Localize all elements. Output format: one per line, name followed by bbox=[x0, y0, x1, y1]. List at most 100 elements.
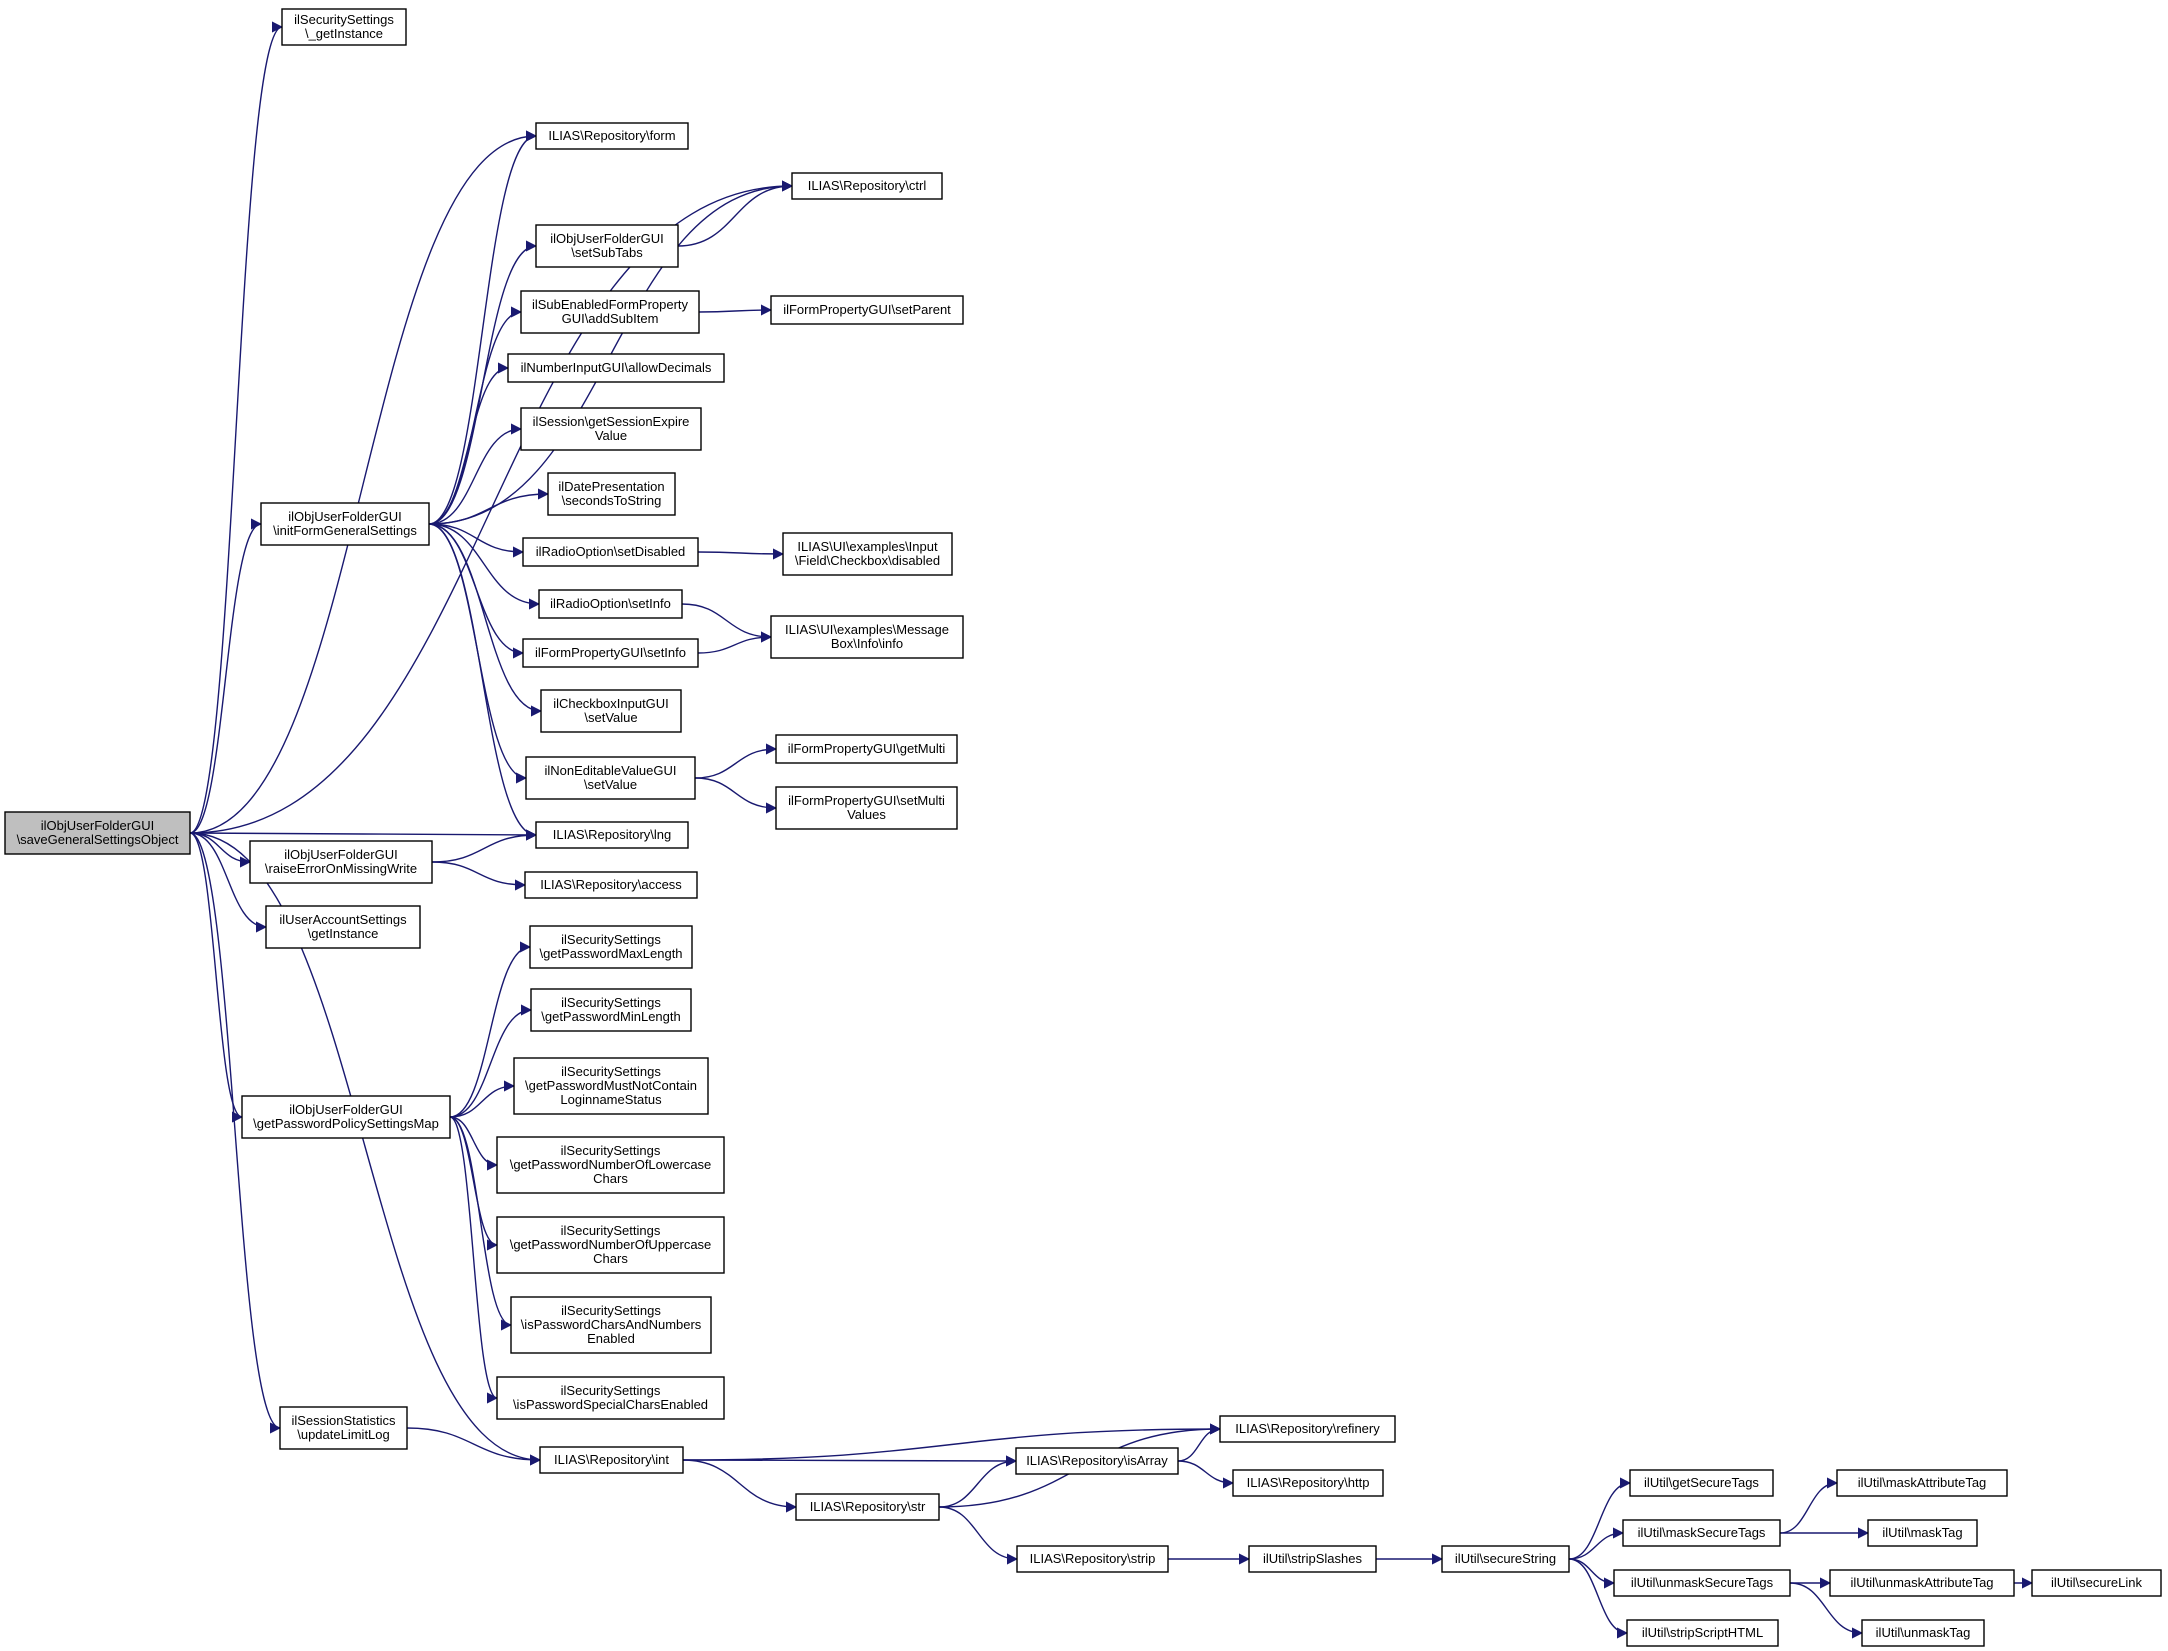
node-pwLoginStatus[interactable]: ilSecuritySettings\getPasswordMustNotCon… bbox=[513, 1057, 709, 1115]
node-label: ilNumberInputGUI\allowDecimals bbox=[521, 360, 712, 375]
node-box bbox=[770, 295, 964, 325]
edge-nevSetValue-to-getMulti bbox=[694, 743, 778, 779]
node-pwLower[interactable]: ilSecuritySettings\getPasswordNumberOfLo… bbox=[496, 1136, 725, 1194]
node-box bbox=[513, 1057, 709, 1115]
node-box bbox=[535, 122, 689, 150]
node-nevSetValue[interactable]: ilNonEditableValueGUI\setValue bbox=[525, 756, 696, 800]
node-unmaskAttributeTag[interactable]: ilUtil\unmaskAttributeTag bbox=[1829, 1569, 2015, 1597]
node-fpSetInfo[interactable]: ilFormPropertyGUI\setInfo bbox=[522, 638, 699, 668]
node-setParent[interactable]: ilFormPropertyGUI\setParent bbox=[770, 295, 964, 325]
node-label: ilUtil\unmaskSecureTags bbox=[1631, 1575, 1774, 1590]
node-str[interactable]: ILIAS\Repository\str bbox=[795, 1493, 940, 1521]
node-box bbox=[775, 734, 958, 764]
node-box bbox=[279, 1406, 408, 1450]
node-label: ilFormPropertyGUI\setInfo bbox=[535, 645, 686, 660]
node-box bbox=[540, 689, 682, 733]
node-label: ilObjUserFolderGUI bbox=[41, 818, 154, 833]
node-radioSetInfo[interactable]: ilRadioOption\setInfo bbox=[538, 589, 683, 619]
node-ctrl[interactable]: ILIAS\Repository\ctrl bbox=[791, 172, 943, 200]
node-box bbox=[520, 290, 700, 334]
node-maskTag[interactable]: ilUtil\maskTag bbox=[1867, 1519, 1978, 1547]
node-label: Enabled bbox=[587, 1331, 635, 1346]
node-box bbox=[795, 1493, 940, 1521]
node-unmaskTag[interactable]: ilUtil\unmaskTag bbox=[1861, 1619, 1985, 1647]
node-box bbox=[782, 532, 953, 576]
node-label: \getPasswordMaxLength bbox=[539, 946, 682, 961]
node-setSubTabs[interactable]: ilObjUserFolderGUI\setSubTabs bbox=[535, 224, 679, 268]
node-pwSpecial[interactable]: ilSecuritySettings\isPasswordSpecialChar… bbox=[496, 1376, 725, 1420]
node-getMulti[interactable]: ilFormPropertyGUI\getMulti bbox=[775, 734, 958, 764]
node-label: Chars bbox=[593, 1171, 628, 1186]
node-maskAttributeTag[interactable]: ilUtil\maskAttributeTag bbox=[1836, 1469, 2008, 1497]
node-pwMinLen[interactable]: ilSecuritySettings\getPasswordMinLength bbox=[530, 988, 692, 1032]
node-sec_getInstance[interactable]: ilSecuritySettings\_getInstance bbox=[281, 8, 407, 46]
edge-int-to-refinery bbox=[682, 1423, 1222, 1461]
edge-str-to-isArray bbox=[938, 1455, 1018, 1508]
edge-initForm-to-addSubItem bbox=[428, 306, 523, 525]
node-stripScriptHTML[interactable]: ilUtil\stripScriptHTML bbox=[1626, 1619, 1779, 1647]
edge-getPolicyMap-to-pwMaxLen bbox=[449, 941, 532, 1118]
node-pwCharsNum[interactable]: ilSecuritySettings\isPasswordCharsAndNum… bbox=[510, 1296, 712, 1354]
node-cbSetValue[interactable]: ilCheckboxInputGUI\setValue bbox=[540, 689, 682, 733]
edge-maskSecureTags-to-maskAttributeTag bbox=[1779, 1477, 1839, 1534]
edge-fpSetInfo-to-msgInfo bbox=[697, 631, 773, 654]
node-lng[interactable]: ILIAS\Repository\lng bbox=[535, 821, 689, 849]
edge-addSubItem-to-setParent bbox=[698, 304, 773, 316]
node-box bbox=[1441, 1545, 1570, 1573]
node-label: ilObjUserFolderGUI bbox=[289, 1102, 402, 1117]
node-form[interactable]: ILIAS\Repository\form bbox=[535, 122, 689, 150]
node-box bbox=[241, 1095, 451, 1139]
node-label: ilObjUserFolderGUI bbox=[550, 231, 663, 246]
node-label: ilUtil\unmaskTag bbox=[1876, 1625, 1971, 1640]
node-box bbox=[496, 1136, 725, 1194]
edge-raiseError-to-lng bbox=[431, 829, 538, 863]
node-radioSetDisabled[interactable]: ilRadioOption\setDisabled bbox=[522, 537, 699, 567]
edge-getPolicyMap-to-pwLower bbox=[449, 1116, 499, 1171]
node-label: ilUtil\stripSlashes bbox=[1263, 1551, 1362, 1566]
node-box bbox=[1219, 1415, 1396, 1443]
node-label: \saveGeneralSettingsObject bbox=[17, 832, 179, 847]
node-uasGetInstance[interactable]: ilUserAccountSettings\getInstance bbox=[265, 905, 421, 949]
node-label: ILIAS\Repository\lng bbox=[553, 827, 672, 842]
node-secureString[interactable]: ilUtil\secureString bbox=[1441, 1545, 1570, 1573]
node-label: LoginnameStatus bbox=[560, 1092, 662, 1107]
node-access[interactable]: ILIAS\Repository\access bbox=[524, 871, 698, 899]
edge-secureString-to-maskSecureTags bbox=[1568, 1527, 1625, 1560]
node-allowDecimals[interactable]: ilNumberInputGUI\allowDecimals bbox=[507, 353, 725, 383]
node-label: Chars bbox=[593, 1251, 628, 1266]
node-unmaskSecureTags[interactable]: ilUtil\unmaskSecureTags bbox=[1613, 1569, 1791, 1597]
node-label: ilUtil\maskTag bbox=[1882, 1525, 1962, 1540]
node-box bbox=[260, 502, 430, 546]
node-getSecureTags[interactable]: ilUtil\getSecureTags bbox=[1629, 1469, 1774, 1497]
node-pwUpper[interactable]: ilSecuritySettings\getPasswordNumberOfUp… bbox=[496, 1216, 725, 1274]
node-box bbox=[775, 786, 958, 830]
node-box bbox=[535, 224, 679, 268]
node-updateLimitLog[interactable]: ilSessionStatistics\updateLimitLog bbox=[279, 1406, 408, 1450]
node-secondsToString[interactable]: ilDatePresentation\secondsToString bbox=[547, 472, 676, 516]
node-label: ilDatePresentation bbox=[558, 479, 664, 494]
node-label: ilSession\getSessionExpire bbox=[533, 414, 690, 429]
node-strip[interactable]: ILIAS\Repository\strip bbox=[1016, 1545, 1169, 1573]
node-stripSlashes[interactable]: ilUtil\stripSlashes bbox=[1248, 1545, 1377, 1573]
node-maskSecureTags[interactable]: ilUtil\maskSecureTags bbox=[1622, 1519, 1781, 1547]
node-int[interactable]: ILIAS\Repository\int bbox=[539, 1446, 684, 1474]
node-root[interactable]: ilObjUserFolderGUI\saveGeneralSettingsOb… bbox=[4, 811, 191, 855]
node-cbDisabled[interactable]: ILIAS\UI\examples\Input\Field\Checkbox\d… bbox=[782, 532, 953, 576]
node-label: \Field\Checkbox\disabled bbox=[795, 553, 940, 568]
node-http[interactable]: ILIAS\Repository\http bbox=[1232, 1469, 1384, 1497]
node-raiseError[interactable]: ilObjUserFolderGUI\raiseErrorOnMissingWr… bbox=[249, 840, 433, 884]
node-isArray[interactable]: ILIAS\Repository\isArray bbox=[1015, 1447, 1179, 1475]
graph-edges bbox=[189, 21, 2034, 1639]
edge-str-to-strip bbox=[938, 1506, 1019, 1565]
node-secureLink[interactable]: ilUtil\secureLink bbox=[2031, 1569, 2162, 1597]
node-getPolicyMap[interactable]: ilObjUserFolderGUI\getPasswordPolicySett… bbox=[241, 1095, 451, 1139]
node-initForm[interactable]: ilObjUserFolderGUI\initFormGeneralSettin… bbox=[260, 502, 430, 546]
edge-initForm-to-radioSetDisabled bbox=[428, 523, 525, 558]
node-pwMaxLen[interactable]: ilSecuritySettings\getPasswordMaxLength bbox=[529, 925, 693, 969]
node-refinery[interactable]: ILIAS\Repository\refinery bbox=[1219, 1415, 1396, 1443]
